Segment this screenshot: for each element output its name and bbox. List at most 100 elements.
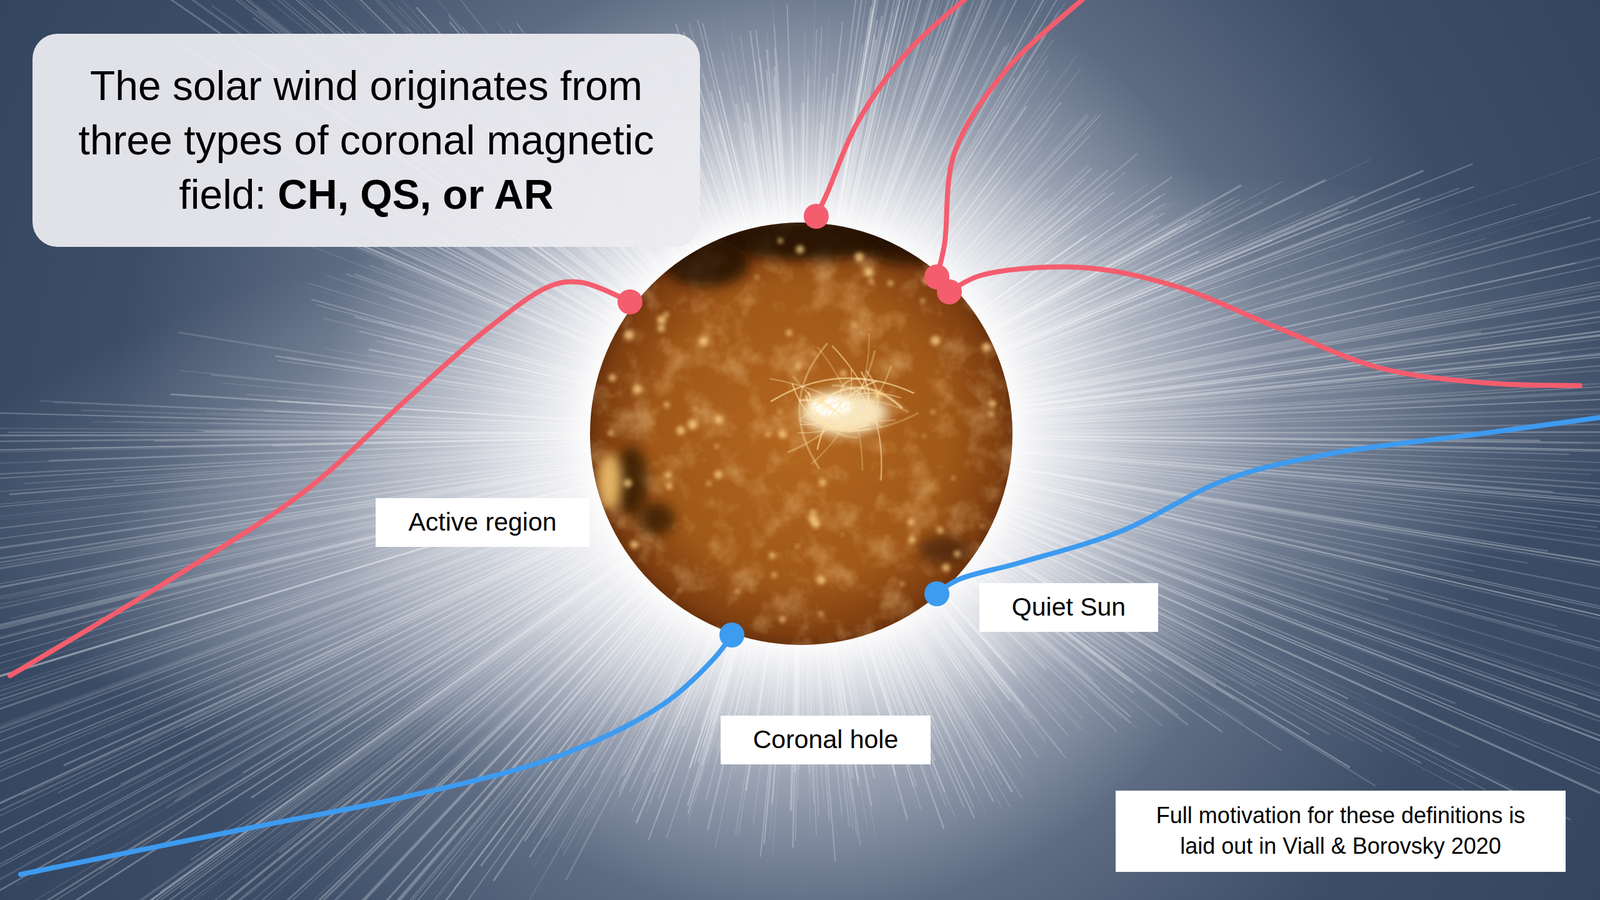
corona-ray [950,113,1102,275]
corona-ray [93,558,627,900]
bright-limb-patch [596,453,622,510]
box-text: Full motivation for these definitions is… [1156,802,1525,859]
bright-point [649,538,652,542]
corona-ray [993,533,1486,790]
bright-point [816,575,826,585]
bright-point [886,535,889,539]
title-box: The solar wind originates from three typ… [32,33,700,247]
footpoint-dot [924,581,950,607]
corona-ray [996,233,1224,342]
corona-ray [179,370,587,412]
corona-ray [933,102,1061,265]
corona-ray [1003,153,1600,364]
corona-ray [939,146,1042,269]
corona-ray [1015,371,1600,421]
bright-point [714,415,724,424]
corona-ray [66,535,609,820]
field-line [10,281,630,676]
corona-ray [278,401,585,421]
corona-ray [1017,332,1482,402]
corona-ray [265,410,585,425]
bright-point [765,431,771,437]
corona-ray [1011,482,1600,674]
corona-ray [0,489,592,758]
bright-point [706,481,712,486]
corona-ray [453,600,667,864]
corona-ray [1001,196,1355,348]
label-box: Quiet Sun [979,583,1159,632]
bright-point [988,400,997,408]
corona-ray [971,561,1189,725]
corona-ray [1015,251,1600,394]
corona-ray [0,438,587,454]
corona-ray [697,639,741,787]
corona-ray [155,585,650,900]
corona-ray [925,132,1015,259]
bright-point [663,401,670,408]
corona-ray [980,553,1223,716]
bright-point [777,238,783,244]
bright-point [786,330,793,337]
corona-ray [911,620,1013,792]
corona-ray [913,12,1058,250]
corona-ray [775,66,787,222]
corona-ray [565,626,700,880]
bright-point [796,544,800,549]
bright-point [981,342,991,352]
corona-ray [116,557,626,900]
corona-ray [624,626,702,774]
corona-ray [0,441,583,473]
corona-ray [1019,406,1600,427]
bright-point [887,280,894,287]
corona-ray [919,55,1049,253]
corona-ray [803,31,805,219]
corona-ray [953,135,1090,277]
field-lines [10,0,1600,875]
corona-ray [999,522,1600,813]
bright-point [698,336,709,346]
corona-ray [251,553,622,799]
corona-ray [366,605,670,900]
bright-point [778,409,782,414]
corona-ray [0,453,585,538]
footpoint-dot [936,279,962,305]
corona-ray [1015,450,1553,492]
corona-ray [747,102,767,224]
bright-point [868,278,874,284]
corona-ray [803,118,805,219]
corona-ray [1005,500,1600,719]
bright-point [676,426,685,435]
corona-ray [713,127,742,227]
sun-texture [590,222,1013,645]
bright-point [841,533,844,536]
corona-ray [993,220,1202,332]
corona-ray [525,610,682,842]
bright-point [834,421,838,425]
label-box: Coronal hole [720,715,932,764]
corona-ray [0,434,586,437]
footpoint-dot [617,289,643,315]
bright-point [633,385,642,394]
bright-point [931,410,936,415]
corona-ray [0,507,599,797]
bright-point [813,351,817,356]
corona-ray [0,565,630,900]
corona-ray [265,575,640,900]
corona-ray [1000,220,1319,352]
bright-point [851,323,856,327]
corona-ray [246,394,584,419]
corona-ray [275,595,662,900]
corona-ray [710,91,747,225]
bright-point [768,552,775,559]
bright-point [907,518,915,526]
bright-point [941,563,950,572]
corona-ray [547,618,685,838]
corona-ray [11,483,590,619]
corona-ray [1004,498,1600,729]
corona-ray [0,545,619,900]
corona-ray [805,59,809,218]
corona-ray [0,537,615,882]
corona-ray [238,408,585,424]
corona-ray [719,126,747,226]
